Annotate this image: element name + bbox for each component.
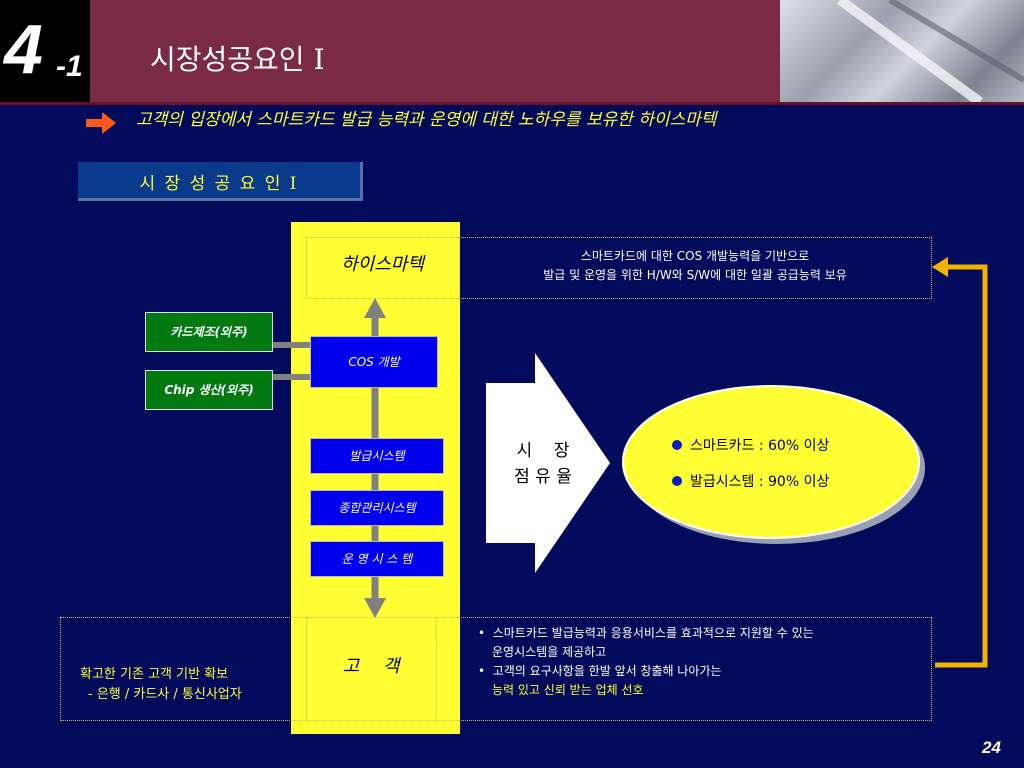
customer-info-box bbox=[60, 617, 932, 721]
market-label-line1: 시 장 bbox=[516, 441, 570, 461]
feedback-connector bbox=[935, 264, 988, 668]
cos-dev-box: COS 개발 bbox=[310, 336, 438, 388]
company-description: 스마트카드에 대한 COS 개발능력을 기반으로 발급 및 운영을 위한 H/W… bbox=[460, 247, 930, 285]
header-photo bbox=[780, 0, 1024, 107]
market-share-label: 시 장 점 유 율 bbox=[508, 438, 578, 490]
company-desc-line1: 스마트카드에 대한 COS 개발능력을 기반으로 bbox=[580, 249, 810, 263]
company-label: 하이스마텍 bbox=[341, 254, 424, 275]
header-band bbox=[90, 0, 780, 102]
customer-base-text: 확고한 기존 고객 기반 확보 - 은행 / 카드사 / 통신사업자 bbox=[80, 667, 242, 702]
outsource-chip-box: Chip 생산(외주) bbox=[145, 370, 273, 410]
chapter-number-block bbox=[0, 0, 90, 102]
customer-label: 고 객 bbox=[342, 656, 400, 677]
customer-label-cell bbox=[306, 617, 437, 719]
section-tag-label: 시 장 성 공 요 인 I bbox=[139, 174, 299, 194]
mgmt-system-box: 종합관리시스템 bbox=[310, 490, 444, 526]
market-share-arrow bbox=[486, 353, 610, 573]
company-desc-line2: 발급 및 운영을 위한 H/W와 S/W에 대한 일괄 공급능력 보유 bbox=[543, 268, 847, 282]
customer-needs-text: • 스마트카드 발급능력과 응용서비스를 효과적으로 지원할 수 있는 운영시스… bbox=[478, 626, 814, 697]
share-item: 스마트카드 : 60% 이상 bbox=[672, 428, 829, 464]
right-arrow-icon bbox=[86, 112, 116, 134]
section-tag: 시 장 성 공 요 인 I bbox=[78, 162, 363, 201]
company-label-cell bbox=[306, 237, 460, 297]
company-info-box bbox=[306, 237, 932, 299]
issue-system-box: 발급시스템 bbox=[310, 438, 444, 474]
slide-subtitle: 고객의 입장에서 스마트카드 발급 능력과 운영에 대한 노하우를 보유한 하이… bbox=[136, 110, 717, 130]
bullet-icon bbox=[672, 440, 682, 450]
share-item: 발급시스템 : 90% 이상 bbox=[672, 464, 829, 500]
chapter-subnumber: -1 bbox=[56, 50, 83, 83]
page-title: 시장성공요인 I bbox=[150, 43, 325, 76]
down-arrow-icon bbox=[364, 598, 386, 618]
up-arrow-icon bbox=[364, 298, 386, 318]
pen-image-icon bbox=[837, 0, 1024, 107]
market-label-line2: 점 유 율 bbox=[514, 467, 572, 487]
left-arrow-icon bbox=[932, 257, 948, 277]
chapter-number: 4 bbox=[4, 10, 43, 88]
outsource-card-box: 카드제조(외주) bbox=[145, 312, 273, 352]
market-share-list: 스마트카드 : 60% 이상 발급시스템 : 90% 이상 bbox=[672, 428, 829, 500]
page-number: 24 bbox=[982, 738, 1001, 757]
needs-bullet: • 고객의 요구사항을 한발 앞서 창출해 나아가는 bbox=[478, 664, 722, 678]
ops-system-box: 운 영 시 스 템 bbox=[310, 541, 444, 577]
needs-bullet: • 스마트카드 발급능력과 응용서비스를 효과적으로 지원할 수 있는 bbox=[478, 626, 814, 640]
header-divider bbox=[0, 102, 1024, 105]
bullet-icon bbox=[672, 476, 682, 486]
market-share-oval bbox=[622, 385, 920, 539]
